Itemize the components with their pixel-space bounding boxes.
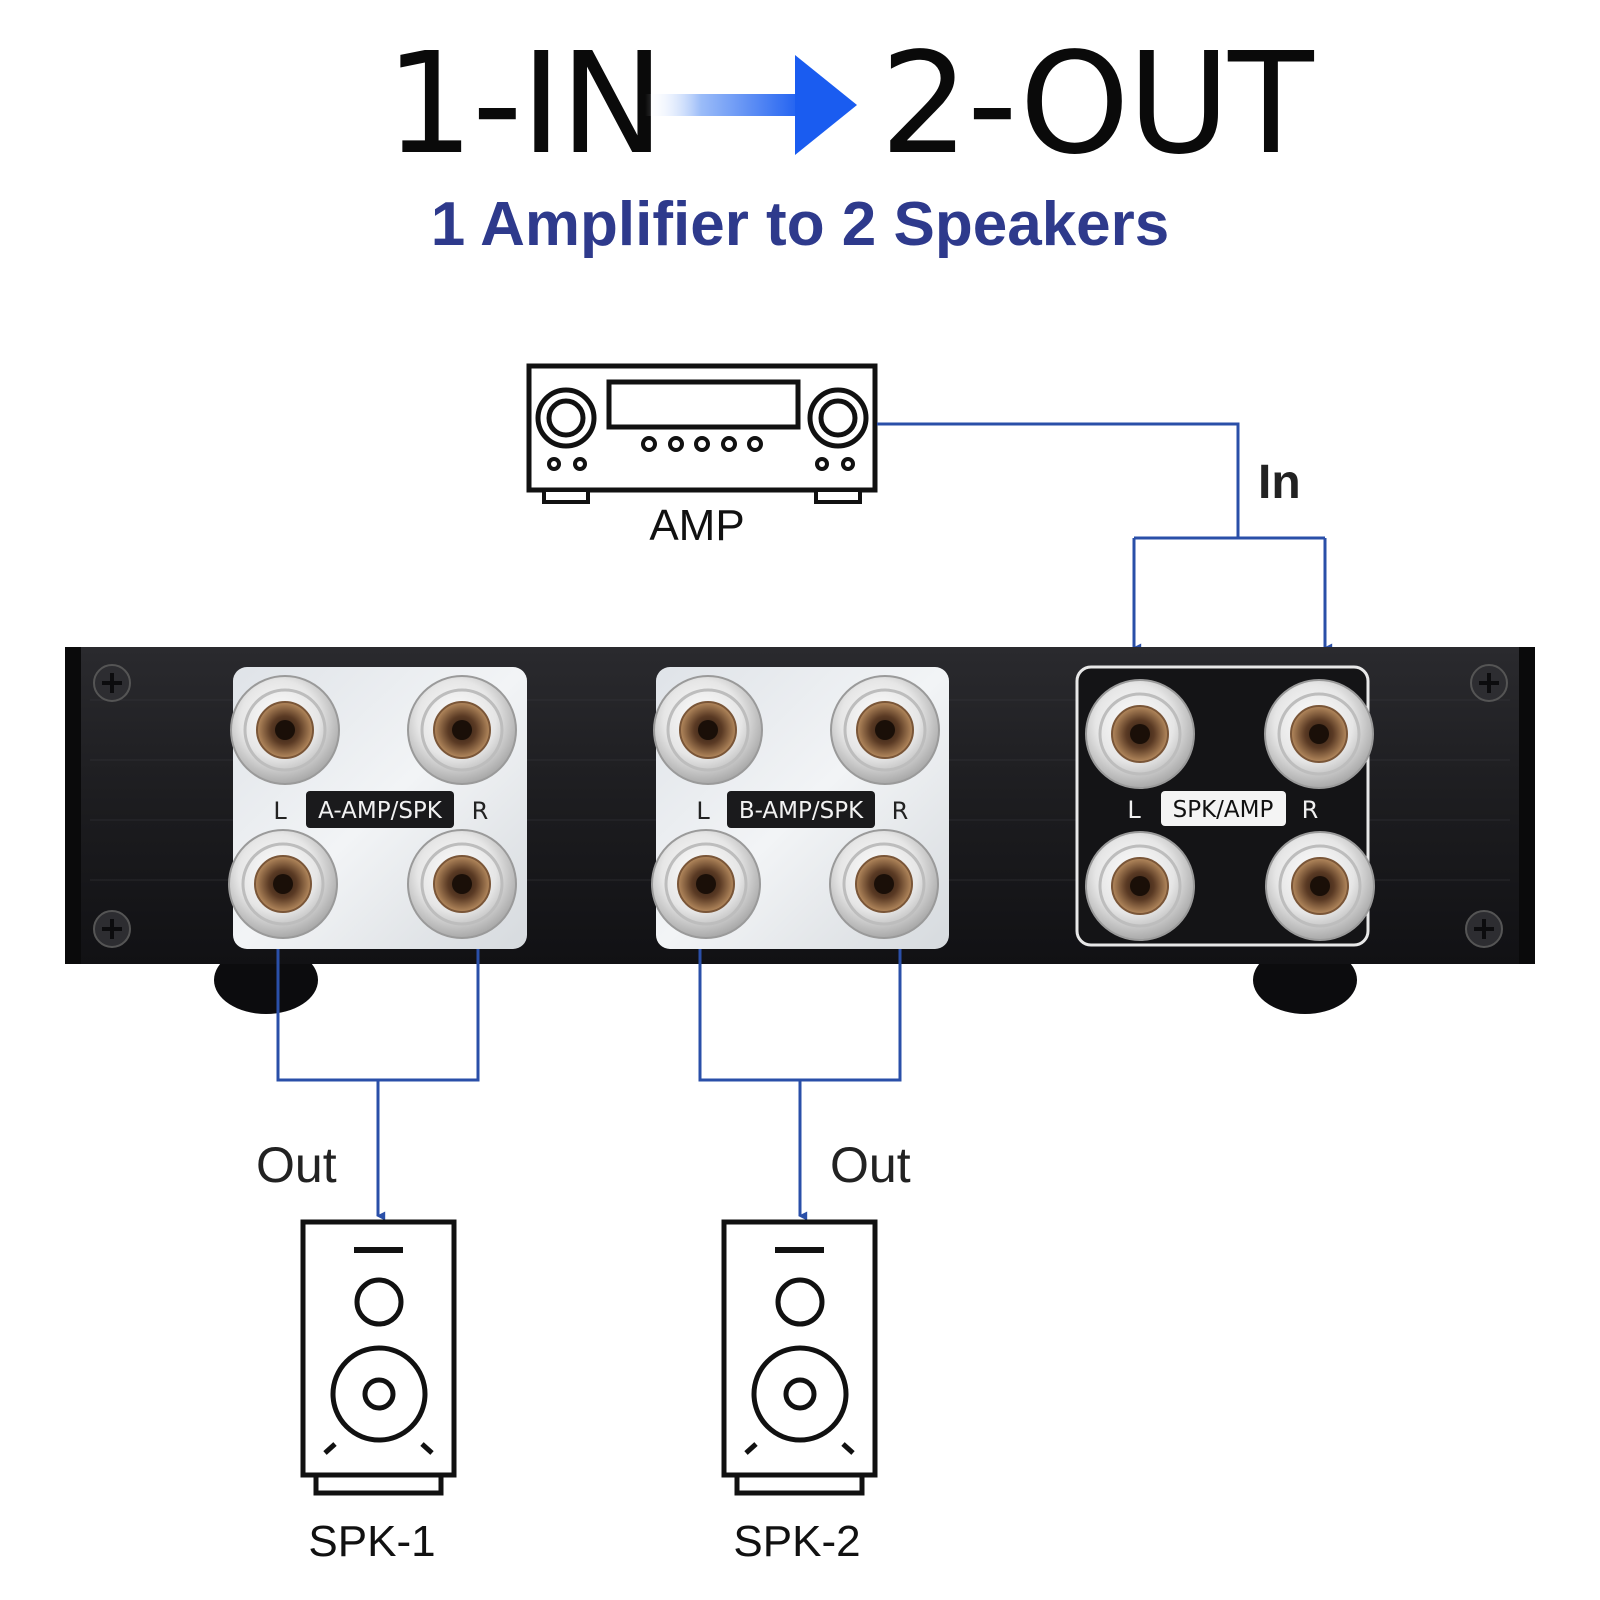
speaker-icon [300,1219,457,1496]
output-wire-2 [698,949,902,1221]
binding-post-bottom-left [228,829,338,939]
panel-c-left-label: L [1127,796,1141,824]
panel-c-right-label: R [1302,796,1319,824]
binding-post-bottom-right [829,829,939,939]
out-label-2: Out [830,1137,911,1193]
speaker-icon [721,1219,878,1496]
speaker-label-2: SPK-2 [733,1517,860,1566]
in-label: In [1258,456,1301,509]
binding-post-top-left [653,675,763,785]
panel-b-name: B-AMP/SPK [739,798,864,824]
binding-post-top-left [230,675,340,785]
speaker-label-1: SPK-1 [308,1517,435,1566]
amp-label: AMP [649,501,744,550]
panel-a-amp-spk: L A-AMP/SPK R [228,667,527,949]
binding-post-bottom-left [651,829,761,939]
binding-post-bottom-left [1085,831,1195,941]
out-label-1: Out [256,1137,337,1193]
panel-a-name: A-AMP/SPK [318,798,443,824]
panel-a-right-label: R [472,797,489,825]
headline: 1-IN 2-OUT [0,30,1600,180]
panel-b-amp-spk: L B-AMP/SPK R [651,667,949,949]
input-label: 1-IN [385,23,665,186]
binding-post-top-left [1085,679,1195,789]
panel-c-name: SPK/AMP [1173,797,1274,823]
amplifier-icon [526,363,878,504]
binding-post-top-right [407,675,517,785]
panel-a-left-label: L [273,797,287,825]
screw-icon [93,910,131,948]
subtitle: 1 Amplifier to 2 Speakers [430,190,1170,259]
screw-icon [1465,910,1503,948]
panel-b-left-label: L [696,797,710,825]
input-wire [877,422,1333,653]
binding-post-bottom-right [407,829,517,939]
output-wire-1 [276,949,480,1221]
arrow-right-icon [645,55,857,155]
panel-spk-amp: L SPK/AMP R [1075,665,1375,947]
panel-b-right-label: R [892,797,909,825]
screw-icon [1470,664,1508,702]
binding-post-top-right [830,675,940,785]
screw-icon [93,664,131,702]
binding-post-top-right [1264,679,1374,789]
output-label: 2-OUT [880,23,1314,186]
binding-post-bottom-right [1265,831,1375,941]
